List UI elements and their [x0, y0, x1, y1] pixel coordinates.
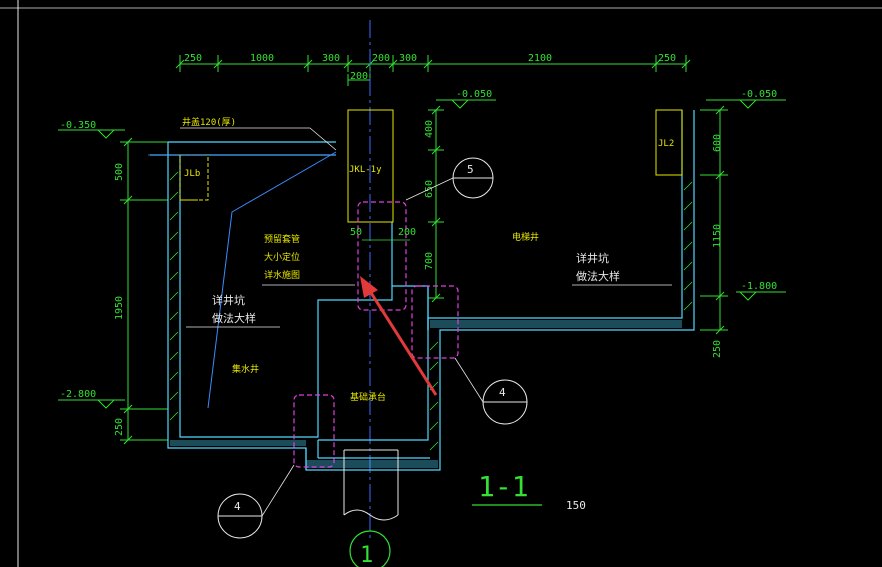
elevation-left-top: -0.350 — [60, 120, 96, 131]
note-reserve-1: 预留套管 — [264, 233, 300, 245]
elevation-right-mid: -1.800 — [741, 281, 777, 292]
top-dim-5: 300 — [399, 53, 417, 64]
right-dim-1: 600 — [712, 134, 723, 152]
left-dim-2: 1950 — [114, 296, 125, 320]
section-scale: 150 — [566, 499, 586, 512]
label-jl2: JL2 — [658, 139, 674, 149]
left-dim-3: 250 — [114, 418, 125, 436]
columns — [179, 109, 683, 223]
mid-dim-3: 700 — [424, 252, 435, 270]
callout-4-left: 4 — [217, 464, 295, 539]
axis-bubble: 1 — [349, 530, 391, 567]
label-jlb: JLb — [184, 169, 200, 179]
callout-4-right: 4 — [454, 357, 528, 425]
right-dim-3: 250 — [712, 340, 723, 358]
callout-5-number: 5 — [467, 163, 474, 176]
top-sub-dim: 200 — [350, 71, 368, 82]
top-dim-1: 250 — [184, 53, 202, 64]
top-dim-3: 300 — [322, 53, 340, 64]
top-dim-6: 2100 — [528, 53, 552, 64]
label-sump: 集水井 — [232, 363, 259, 375]
wall-hatch — [169, 171, 693, 451]
note-right-2: 做法大样 — [576, 269, 620, 283]
note-reserve-3: 详水施图 — [264, 269, 300, 281]
mid-small-1: 50 — [350, 227, 362, 238]
note-left-1: 详井坑 — [212, 293, 245, 307]
red-arrow — [360, 276, 438, 396]
pipe-line — [207, 151, 337, 409]
axis-number: 1 — [360, 543, 373, 567]
concrete-fill — [170, 320, 682, 468]
section-title: 1-1 — [478, 470, 529, 503]
mid-dim-1: 400 — [424, 120, 435, 138]
left-dimension-chain — [58, 129, 168, 445]
label-elevator-pit: 电梯井 — [512, 231, 539, 243]
label-foundation: 基础承台 — [350, 391, 386, 403]
top-dimension-chain — [175, 55, 691, 86]
mid-small-2: 200 — [398, 227, 416, 238]
note-left-2: 做法大样 — [212, 311, 256, 325]
note-reserve-2: 大小定位 — [264, 251, 300, 263]
right-dimension-chain — [428, 99, 786, 335]
top-dim-4: 200 — [372, 53, 390, 64]
label-cover: 井盖120(厚) — [182, 116, 236, 128]
elevation-left-bottom: -2.800 — [60, 389, 96, 400]
top-dim-7: 250 — [658, 53, 676, 64]
elevation-right-top: -0.050 — [741, 89, 777, 100]
pit-walls — [150, 110, 695, 471]
note-right-1: 详井坑 — [576, 251, 609, 265]
label-jkl: JKL-1y — [349, 165, 382, 175]
callout-5: 5 — [405, 157, 494, 201]
left-dim-1: 500 — [114, 163, 125, 181]
top-dim-2: 1000 — [250, 53, 274, 64]
pile — [343, 449, 399, 521]
elevation-mid-top: -0.050 — [456, 89, 492, 100]
right-dim-2: 1150 — [712, 224, 723, 248]
callout-4-right-number: 4 — [499, 386, 506, 399]
callout-4-left-number: 4 — [234, 500, 241, 513]
